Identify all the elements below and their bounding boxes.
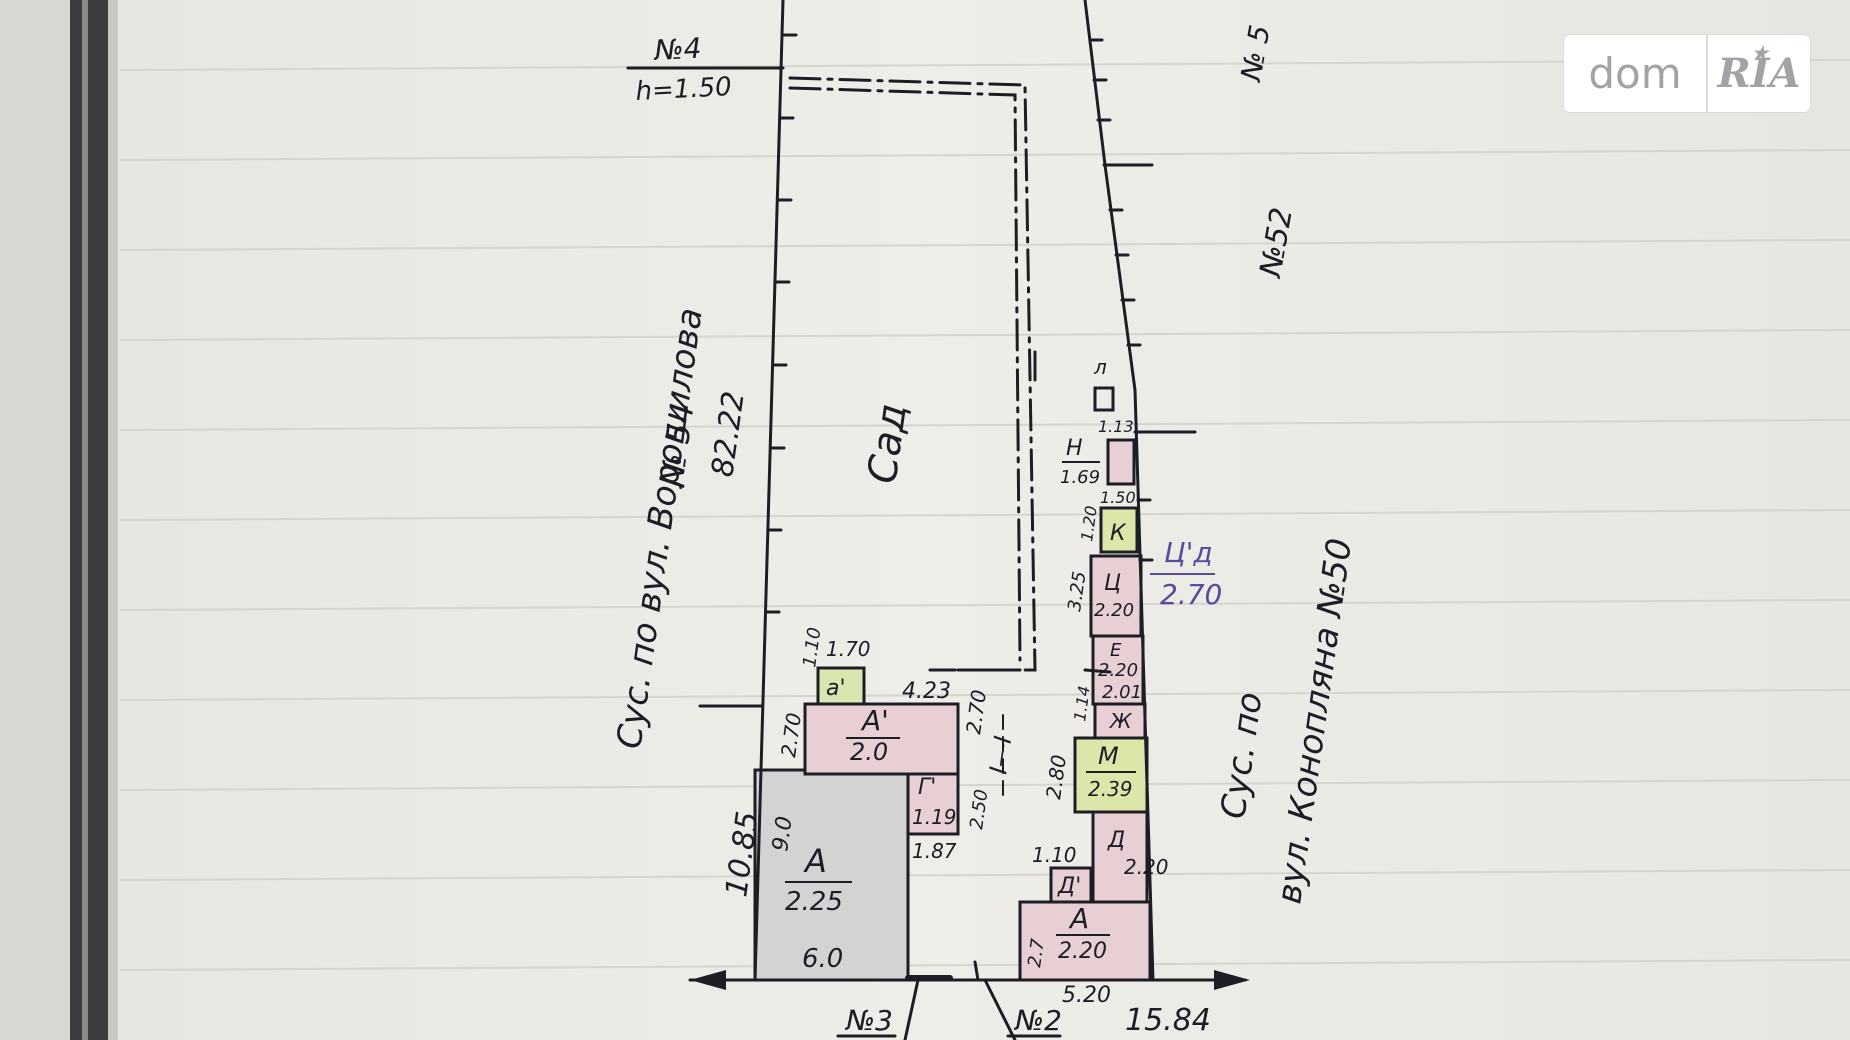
watermark-ria-text: RIA (1717, 50, 1801, 97)
building-d-d1: 1.10 (1032, 843, 1077, 867)
building-k-d1: 1.20 (1077, 505, 1101, 543)
building-l-name: л (1093, 355, 1107, 379)
building-a1-small-d1: 1.70 (826, 637, 871, 661)
plot-boundaries (626, 0, 1250, 1040)
building-g1-name: Г' (918, 775, 936, 800)
building-a1-d3: 4.23 (902, 679, 951, 704)
watermark-ria: ★ RIA (1708, 35, 1810, 112)
garden-boundary (788, 76, 1037, 672)
building-a-left (753, 768, 910, 982)
building-d1 (1049, 866, 1093, 904)
ruled-lines (119, 59, 1850, 971)
building-n-name: Н (1066, 436, 1083, 461)
watermark-dom: dom (1564, 35, 1708, 112)
building-d (1091, 810, 1149, 904)
building-a-right-name: А (1068, 902, 1089, 935)
building-a1-small-name: а' (826, 676, 846, 701)
neighbour-n3-label: №3 (844, 1004, 893, 1037)
building-k-d2: 1.50 (1100, 488, 1136, 507)
building-e-name: Е (1110, 640, 1122, 661)
building-a-right-d1: 5.20 (1062, 983, 1111, 1008)
domria-watermark: dom ★ RIA (1564, 35, 1810, 112)
garden-label: Сад (859, 401, 916, 487)
bottom-length-label: 15.84 (1125, 1003, 1211, 1038)
building-e-h1: 2.20 (1098, 660, 1138, 681)
building-ts (1089, 554, 1143, 638)
building-ts-note-top: Ц'д (1164, 536, 1213, 569)
building-a1-name: А' (860, 704, 889, 737)
building-g1-d2: 1.87 (912, 839, 957, 863)
building-d-d2: 2.20 (1124, 855, 1169, 879)
building-n-d2: 1.13 (1098, 417, 1134, 436)
building-e-h2: 2.01 (1102, 682, 1142, 703)
neighbour-n4-label: №4 (652, 32, 703, 68)
building-g1 (906, 772, 960, 836)
height-label: h=1.50 (635, 72, 733, 107)
building-m-name: М (1098, 742, 1119, 770)
building-m (1073, 736, 1149, 814)
building-ts-height: 2.20 (1094, 600, 1134, 621)
building-a-right-height: 2.20 (1058, 939, 1107, 964)
section-label: I—I (984, 734, 1017, 776)
building-a-left-side: 9.0 (768, 815, 798, 853)
building-a-right (1018, 900, 1152, 982)
building-d1-name: Д' (1057, 874, 1081, 899)
building-n-d1: 1.69 (1060, 467, 1100, 488)
buildings (753, 386, 1152, 982)
binder-bar (70, 0, 108, 1040)
photo-left-edge (0, 0, 78, 1040)
star-icon: ★ (1752, 43, 1769, 64)
building-a1-small (816, 666, 866, 706)
building-m-height: 2.39 (1088, 777, 1133, 801)
building-zh-d: 1.14 (1070, 685, 1094, 723)
building-k-name: К (1110, 521, 1127, 546)
building-a1-height: 2.0 (850, 738, 888, 766)
building-a-left-height: 2.25 (785, 887, 843, 917)
building-n (1106, 438, 1136, 486)
building-a-right-d2: 2.7 (1024, 937, 1049, 969)
building-ts-name: Ц (1104, 571, 1121, 596)
building-a-left-width: 6.0 (802, 944, 843, 974)
building-l (1093, 386, 1115, 412)
building-d-name: Д (1107, 828, 1125, 853)
building-zh-name: Ж (1108, 709, 1133, 733)
building-k (1099, 506, 1139, 554)
building-ts-note-bottom: 2.70 (1160, 578, 1222, 611)
building-a-left-name: А (803, 842, 827, 880)
building-g1-height: 1.19 (912, 805, 957, 829)
neighbour-n2-label: №2 (1013, 1004, 1062, 1037)
